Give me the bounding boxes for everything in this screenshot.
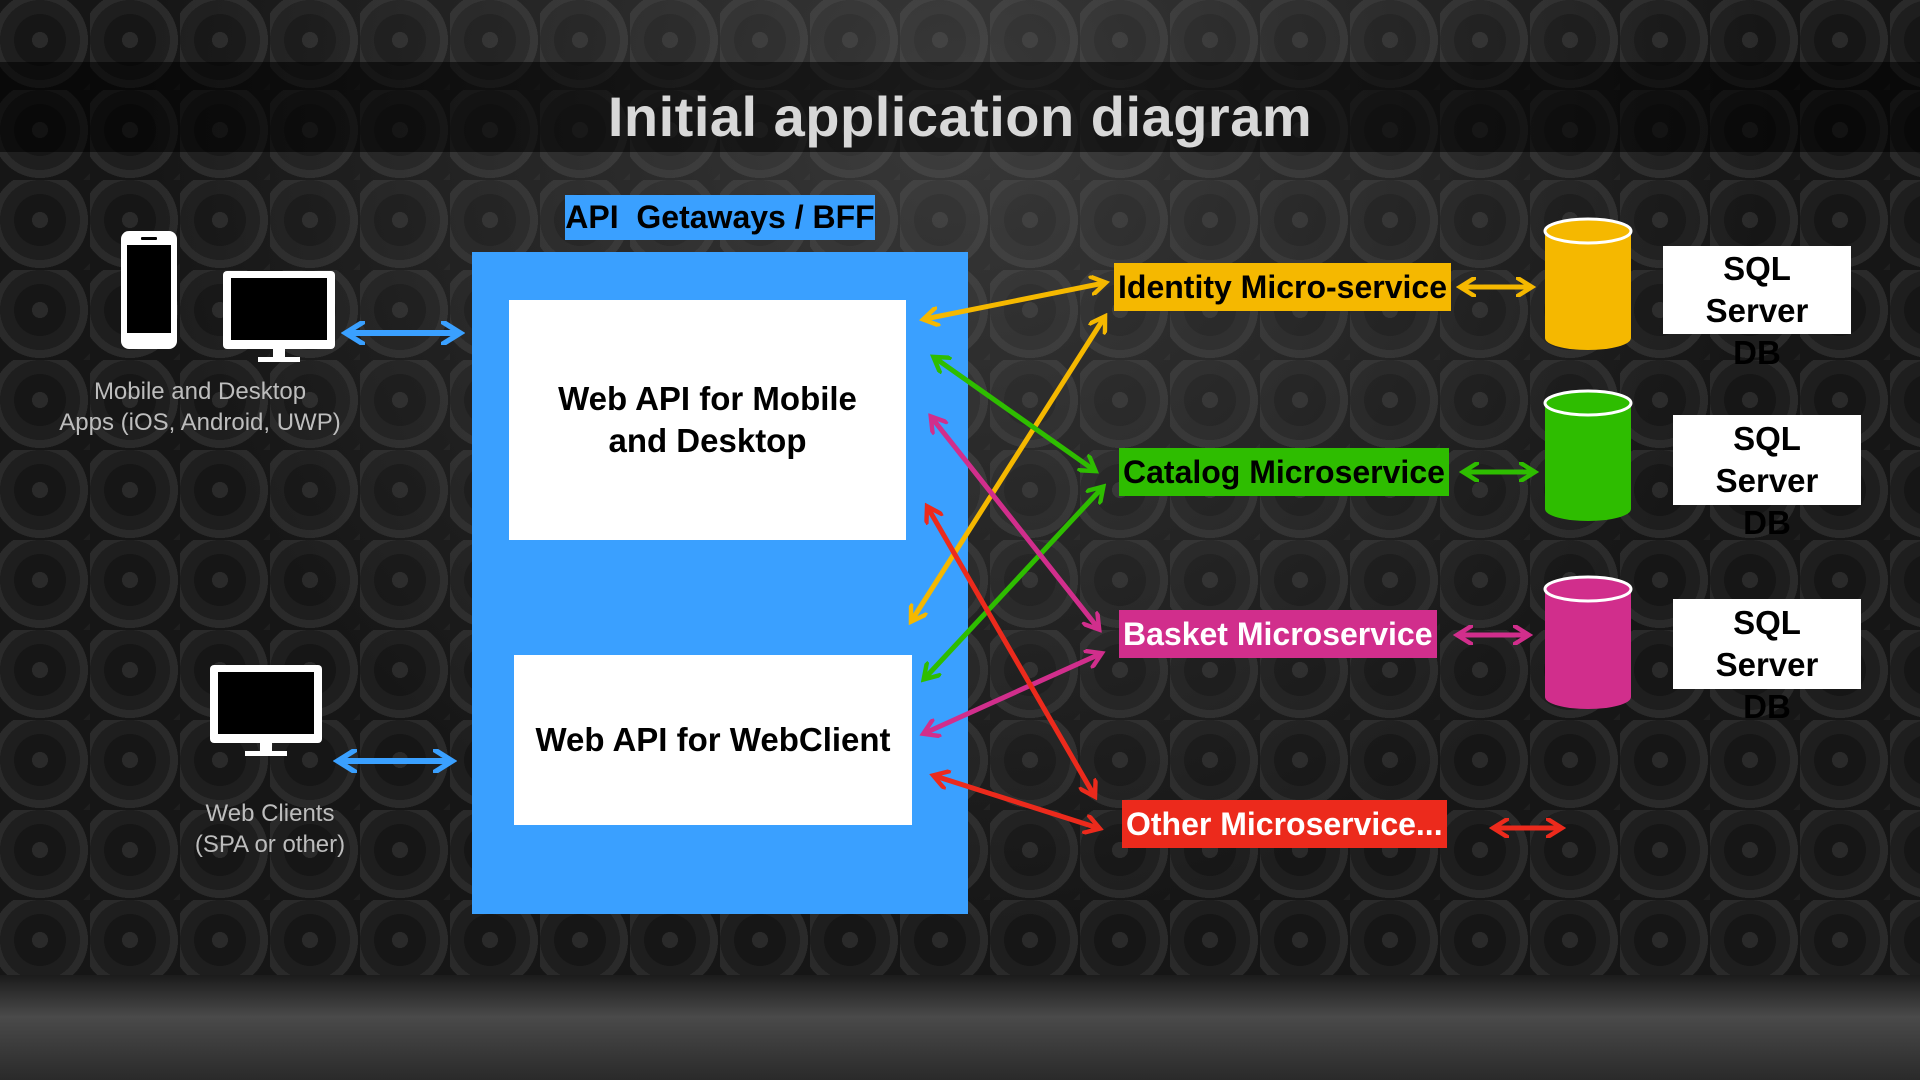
catalog-service-label: Catalog Microservice (1119, 448, 1449, 496)
basket-db-cylinder (1543, 575, 1633, 709)
other-mobile-arrow (928, 508, 1094, 795)
basket-db-label: SQL Server DB (1673, 599, 1861, 725)
mobile-desktop-caption: Mobile and Desktop Apps (iOS, Android, U… (40, 376, 360, 438)
caption-line: Web Clients (205, 800, 335, 827)
web-clients-caption: Web Clients (SPA or other) (160, 798, 380, 860)
catalog-db-label: SQL Server DB (1673, 415, 1861, 541)
identity-service-label: Identity Micro-service (1114, 263, 1451, 311)
api-gateway-label: API Getaways / BFF (565, 195, 875, 240)
web-api-webclient-box: Web API for WebClient (514, 655, 912, 825)
page-title: Initial application diagram (607, 85, 1313, 148)
web-api-mobile-box: Web API for Mobile and Desktop (509, 300, 906, 540)
caption-line: Mobile and Desktop (93, 378, 307, 405)
desktop-monitor-icon (223, 271, 335, 362)
caption-line: Apps (iOS, Android, UWP) (59, 409, 341, 436)
db-label-text: SQL Server DB (1715, 604, 1819, 725)
mobile-phone-icon (121, 231, 177, 349)
basket-service-label: Basket Microservice (1119, 610, 1437, 658)
identity-db-label: SQL Server DB (1663, 246, 1851, 371)
web-api-mobile-label: Web API for Mobile and Desktop (558, 380, 857, 459)
identity-db-cylinder (1543, 217, 1633, 350)
db-label-text: SQL Server DB (1705, 250, 1809, 371)
other-webclient-arrow (935, 776, 1098, 828)
web-api-webclient-label: Web API for WebClient (535, 721, 891, 758)
web-client-monitor-icon (210, 665, 322, 756)
title-band (0, 62, 1920, 152)
db-label-text: SQL Server DB (1715, 420, 1819, 541)
catalog-db-cylinder (1543, 389, 1633, 521)
floor (0, 975, 1920, 1080)
other-service-label: Other Microservice... (1122, 800, 1447, 848)
caption-line: (SPA or other) (194, 831, 346, 858)
